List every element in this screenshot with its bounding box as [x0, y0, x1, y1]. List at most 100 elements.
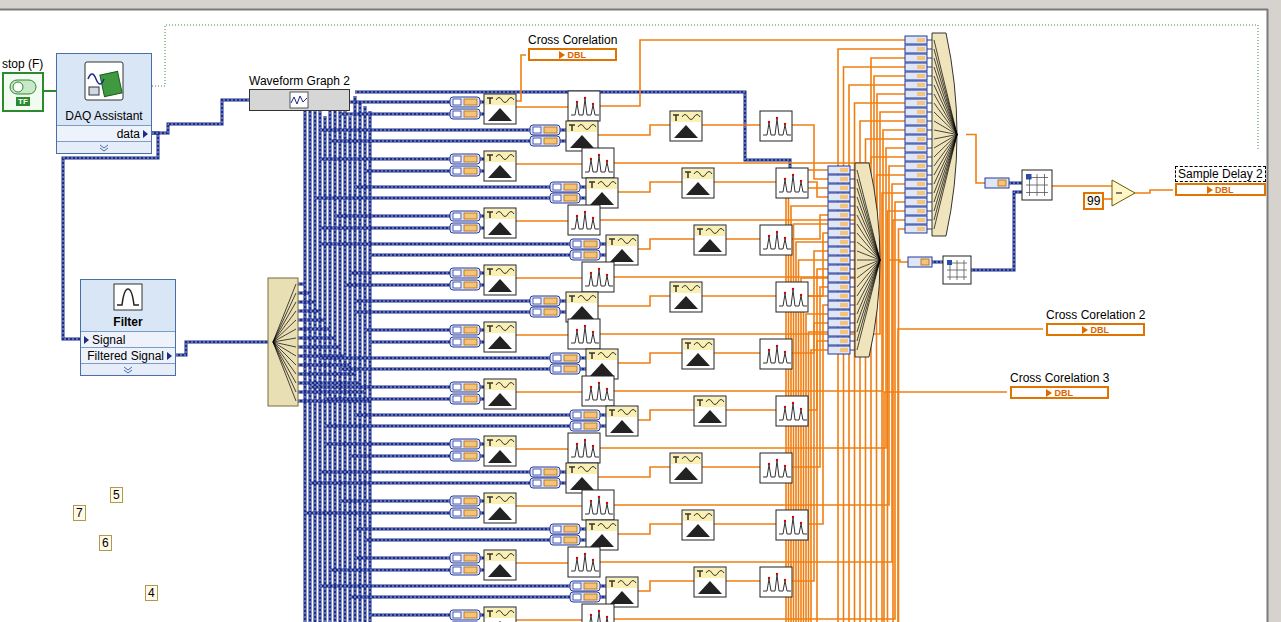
fan-line — [934, 135, 957, 212]
node-glyph — [840, 177, 848, 181]
waveform-wire — [364, 106, 367, 622]
dbl-wire — [702, 295, 776, 297]
sine-glyph — [706, 571, 724, 576]
express-vi: DAQ Assistantdata — [56, 53, 152, 154]
cross-correlation-vi — [694, 396, 726, 426]
numeric-indicator-terminal: DBL — [1010, 386, 1109, 399]
index-node — [905, 54, 927, 62]
sine-glyph — [694, 343, 712, 348]
vi-icon-frame — [682, 168, 714, 198]
waveform-wire-core — [480, 456, 484, 457]
stub-wire — [850, 251, 855, 252]
index-node — [905, 135, 927, 143]
stub-wire — [927, 130, 932, 131]
waveform-wire-core — [560, 472, 566, 473]
peak-dot — [606, 388, 608, 390]
peak-glyph — [571, 99, 599, 115]
peak-dot — [606, 502, 608, 504]
stub-wire — [927, 103, 932, 104]
cross-correlation-vi — [670, 282, 702, 312]
waveform-wire-core — [320, 130, 530, 131]
vi-icon-frame — [670, 282, 702, 312]
waveform-wire-core — [320, 472, 530, 473]
node-glyph — [464, 498, 477, 504]
waveform-wire-core — [480, 558, 484, 559]
waveform-wire-core — [320, 358, 550, 359]
sine-glyph — [598, 182, 616, 187]
node-glyph — [917, 146, 925, 150]
node-glyph — [584, 583, 597, 589]
node-glyph — [917, 137, 925, 141]
spectrum-glyph — [698, 410, 722, 423]
fan-line — [934, 76, 957, 135]
dbl-wire — [638, 581, 694, 591]
peak-dot — [784, 465, 786, 467]
dbl-wire — [899, 229, 906, 622]
peak-detector-vi — [760, 225, 792, 255]
node-glyph — [464, 441, 477, 447]
node-glyph — [573, 594, 581, 600]
waveform-wire-core — [580, 529, 586, 530]
graph-indicator-terminal — [249, 89, 350, 111]
vi-icon-frame — [586, 349, 618, 379]
waveform-wire — [480, 101, 484, 104]
stub-wire — [927, 121, 932, 122]
vi-icon-banner — [587, 350, 617, 360]
index-node — [828, 202, 850, 210]
waveform-wire — [359, 101, 362, 622]
dbl-wire — [600, 40, 905, 106]
waveform-wire — [320, 585, 570, 588]
select-signal-node — [570, 410, 600, 420]
subtract-glyph — [1116, 193, 1122, 194]
vi-icon-frame — [484, 208, 516, 238]
terminal-label: stop (F) — [2, 57, 44, 71]
chevron — [124, 370, 132, 373]
stub-wire — [850, 323, 855, 324]
waveform-wire-core — [480, 570, 484, 571]
terminal-label: Cross Corelation 2 — [1046, 308, 1145, 322]
dbl-wire — [714, 523, 776, 525]
node-frame — [985, 178, 1009, 188]
spectrum-glyph — [686, 524, 710, 537]
icon-frame — [85, 62, 123, 100]
numeric-indicator-terminal: DBL — [528, 48, 617, 61]
dbl-wire — [516, 106, 568, 108]
stub-wire — [850, 224, 855, 225]
select-signal-node — [450, 508, 480, 518]
waveform-wire — [971, 192, 1022, 270]
index-node — [905, 162, 927, 170]
peak-dot — [576, 557, 578, 559]
cross-correlation-vi — [484, 265, 516, 295]
express-vi-body: DAQ Assistantdata — [56, 53, 152, 154]
select-signal-node — [530, 307, 560, 317]
waveform-wire-core — [365, 171, 450, 172]
node-frame — [550, 193, 580, 203]
peak-glyph — [585, 270, 613, 286]
waveform-wire — [325, 425, 570, 428]
node-frame — [450, 325, 480, 335]
waveform-wire — [580, 357, 586, 360]
waveform-wire — [350, 455, 450, 458]
spectrum-glyph — [488, 450, 512, 463]
waveform-wire — [355, 414, 570, 417]
sine-glyph — [618, 239, 636, 244]
peak-glyph — [585, 156, 613, 172]
constant-value: 5 — [113, 488, 120, 502]
constant-value: 7 — [76, 506, 83, 520]
fan-line — [857, 260, 880, 350]
hammer-glyph — [487, 440, 493, 446]
vi-icon-banner — [485, 437, 515, 447]
index-node — [828, 292, 850, 300]
node-glyph — [453, 270, 461, 276]
peak-dot — [584, 97, 586, 99]
hammer-glyph — [569, 467, 575, 473]
node-glyph — [553, 366, 561, 372]
node-glyph — [917, 155, 925, 159]
numeric-indicator-terminal: DBL — [1046, 323, 1145, 336]
peak-dot — [768, 349, 770, 351]
sine-glyph — [496, 497, 514, 502]
peak-dot — [776, 459, 778, 461]
peak-glyph — [763, 575, 791, 591]
waveform-wire-core — [580, 198, 586, 199]
hammer-glyph — [589, 524, 595, 530]
